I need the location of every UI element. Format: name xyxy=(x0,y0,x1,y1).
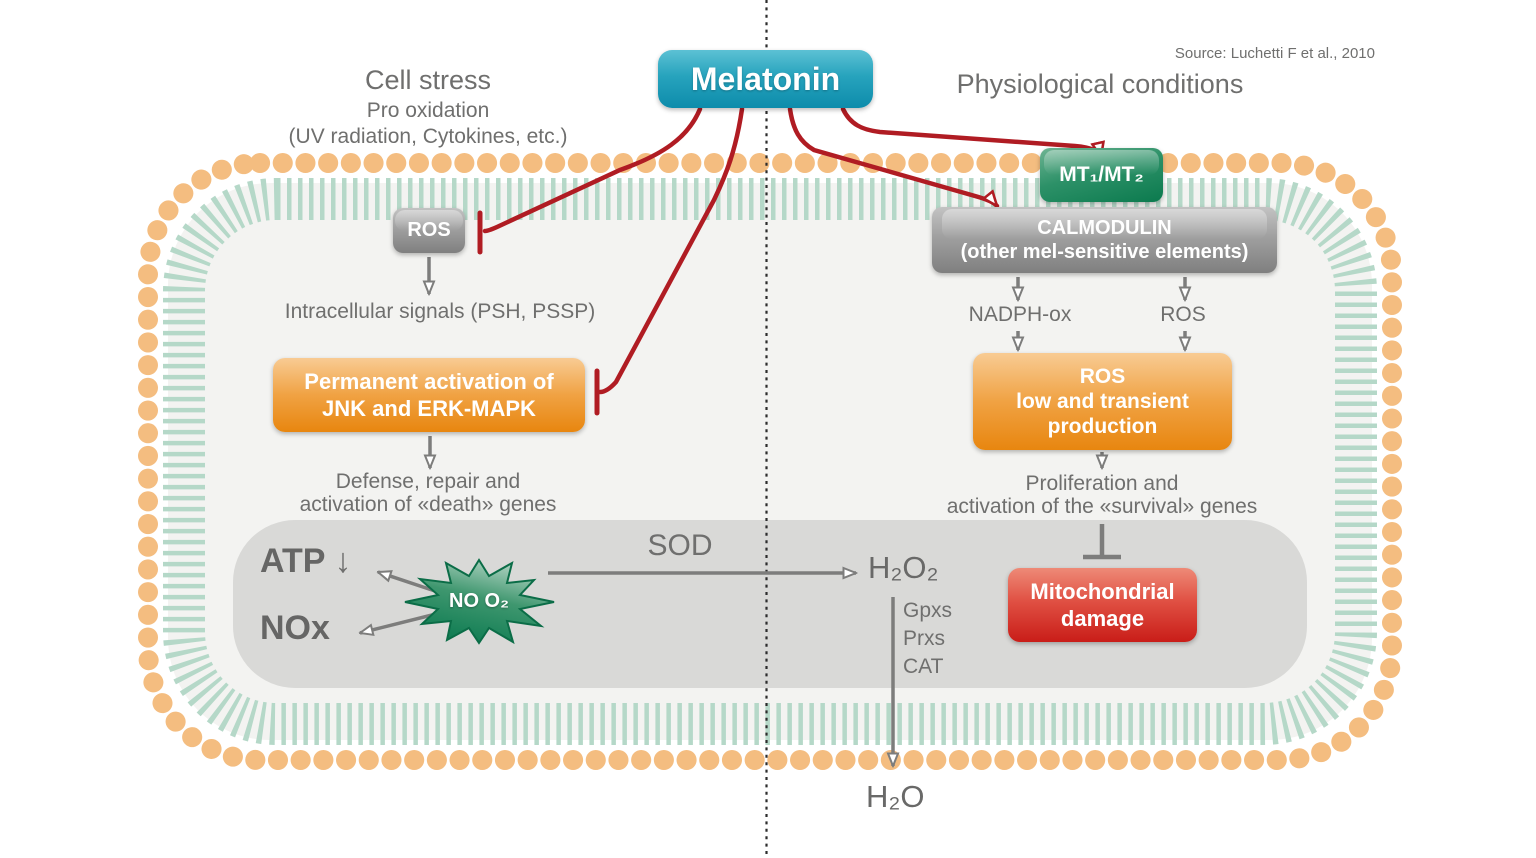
jnk-activation-box: Permanent activation of JNK and ERK-MAPK xyxy=(273,358,585,432)
defense-line2: activation of «death» genes xyxy=(299,492,557,516)
cell-stress-title: Cell stress xyxy=(364,65,492,95)
mito-line1: Mitochondrial xyxy=(1030,579,1175,604)
membrane-lipid-heads xyxy=(138,153,1402,770)
defense-genes-label: Defense, repair and activation of «death… xyxy=(268,470,588,516)
mt-receptors-text: MT₁/MT₂ xyxy=(1059,163,1144,186)
jnk-line1: Permanent activation of xyxy=(304,369,554,394)
mitochondrial-damage-box: Mitochondrial damage xyxy=(1008,568,1197,642)
ros-production-line2: low and transient xyxy=(1016,390,1189,413)
nadph-ox-label: NADPH-ox xyxy=(968,303,1072,326)
no-o2-label: NO O₂ xyxy=(449,590,509,612)
down-arrow-glyph: ↓ xyxy=(334,542,352,580)
proliferation-genes-label: Proliferation and activation of the «sur… xyxy=(942,472,1262,518)
h2o2-label: H₂O₂ xyxy=(868,550,939,585)
tbar-proliferation-blocks-mito xyxy=(1083,524,1121,560)
ros-production-line3: production xyxy=(1047,415,1158,438)
atp-text: ATP xyxy=(260,542,325,580)
calmodulin-line2: (other mel-sensitive elements) xyxy=(960,241,1249,263)
arrow-burst-to-nox xyxy=(360,611,441,633)
no-o2-burst xyxy=(404,558,555,645)
enzymes-list: Gpxs Prxs CAT xyxy=(903,597,983,681)
calmodulin-box: CALMODULIN (other mel-sensitive elements… xyxy=(932,207,1277,273)
uv-cytokines-label: (UV radiation, Cytokines, etc.) xyxy=(288,125,568,148)
ros-production-box: ROS low and transient production xyxy=(973,353,1232,450)
arrow-burst-to-atp xyxy=(378,572,439,594)
enzyme-gpxs: Gpxs xyxy=(903,599,953,622)
h2o-label: H₂O xyxy=(866,779,925,814)
gray-arrows xyxy=(360,257,1185,766)
calmodulin-line1: CALMODULIN xyxy=(1037,217,1172,239)
mt-receptors-box: MT₁/MT₂ xyxy=(1040,148,1163,202)
activation-line-to-calmodulin xyxy=(787,106,1000,206)
sod-label: SOD xyxy=(647,529,713,562)
melatonin-text: Melatonin xyxy=(690,60,841,97)
physiological-title: Physiological conditions xyxy=(956,69,1244,99)
proliferation-line1: Proliferation and xyxy=(1025,472,1179,495)
ros-production-line1: ROS xyxy=(1079,365,1126,388)
mitochondrion-region xyxy=(233,520,1307,688)
intracellular-signals-label: Intracellular signals (PSH, PSSP) xyxy=(284,300,596,323)
mito-line2: damage xyxy=(1060,606,1145,631)
inhibition-line-to-ros xyxy=(482,106,703,234)
enzyme-prxs: Prxs xyxy=(903,627,945,650)
inhibition-line-to-jnk xyxy=(597,106,745,395)
nox-label: NOx xyxy=(260,609,330,647)
proliferation-line2: activation of the «survival» genes xyxy=(946,494,1258,518)
ros-left-box: ROS xyxy=(393,208,465,253)
atp-label: ATP ↓ xyxy=(260,543,410,580)
enzyme-cat: CAT xyxy=(903,655,944,678)
pro-oxidation-label: Pro oxidation xyxy=(366,99,490,122)
source-citation: Source: Luchetti F et al., 2010 xyxy=(1174,45,1375,62)
ros-left-text: ROS xyxy=(407,219,451,241)
jnk-line2: JNK and ERK-MAPK xyxy=(322,396,536,421)
melatonin-box: Melatonin xyxy=(658,50,873,108)
ros-right-label: ROS xyxy=(1160,303,1206,326)
defense-line1: Defense, repair and xyxy=(335,470,521,493)
